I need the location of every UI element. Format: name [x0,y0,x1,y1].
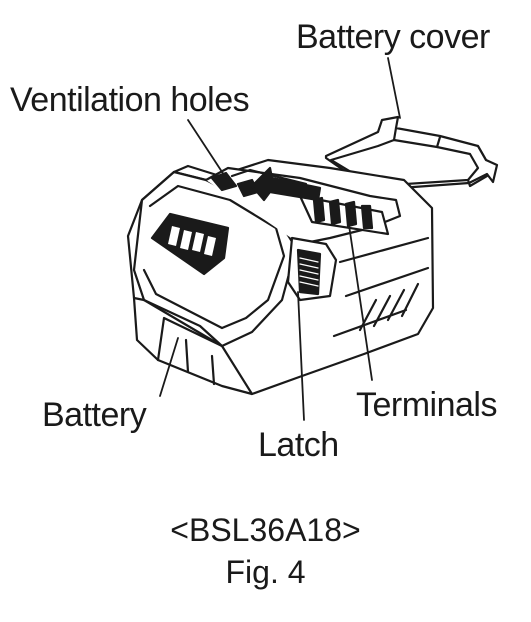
terminals-label: Terminals [356,386,497,424]
model-caption: <BSL36A18> [170,512,361,548]
battery-cover-label: Battery cover [296,18,490,56]
leader-latch [297,291,305,421]
figure-caption: Fig. 4 [225,554,306,590]
battery-drawing [126,158,435,396]
latch-label: Latch [258,426,339,464]
leader-battery-cover [387,57,401,119]
leader-battery [159,337,179,397]
leader-terminals [345,204,373,381]
ventilation-holes-label: Ventilation holes [10,81,250,119]
battery-label: Battery [42,396,147,434]
leader-ventilation-holes [187,119,227,179]
leader-lines [159,57,401,421]
